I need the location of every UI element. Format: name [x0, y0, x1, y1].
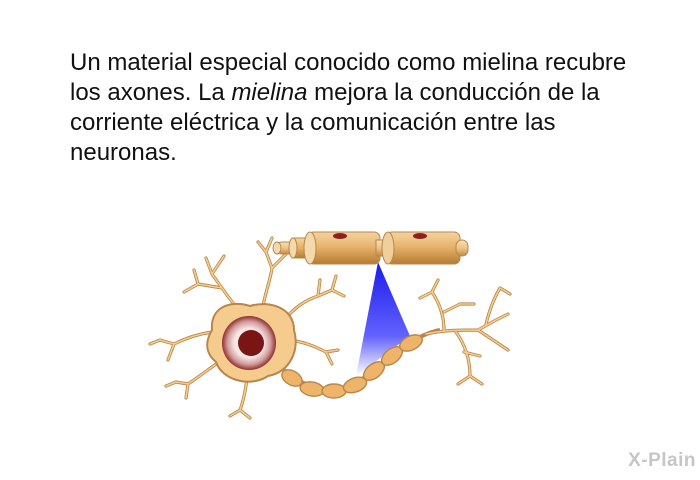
paragraph-text-start: Un material especial conocido como mieli…	[70, 49, 627, 106]
schwann-nucleus-2	[413, 233, 427, 239]
slide-paragraph: Un material especial conocido como mieli…	[70, 48, 650, 168]
x-plain-logo: X-Plain	[628, 450, 696, 471]
schwann-nucleus-1	[333, 233, 347, 239]
axon-terminal-fill	[419, 279, 511, 385]
myelin-zoom	[272, 231, 469, 265]
axon-core-right	[455, 239, 469, 257]
myelin-sheath	[281, 334, 423, 399]
paragraph-emphasis-mielina: mielina	[231, 79, 308, 106]
zoom-beam	[356, 262, 410, 376]
nucleus-core	[238, 330, 264, 356]
paragraph-text-end: mejora la conducción de la corriente elé…	[70, 79, 600, 166]
